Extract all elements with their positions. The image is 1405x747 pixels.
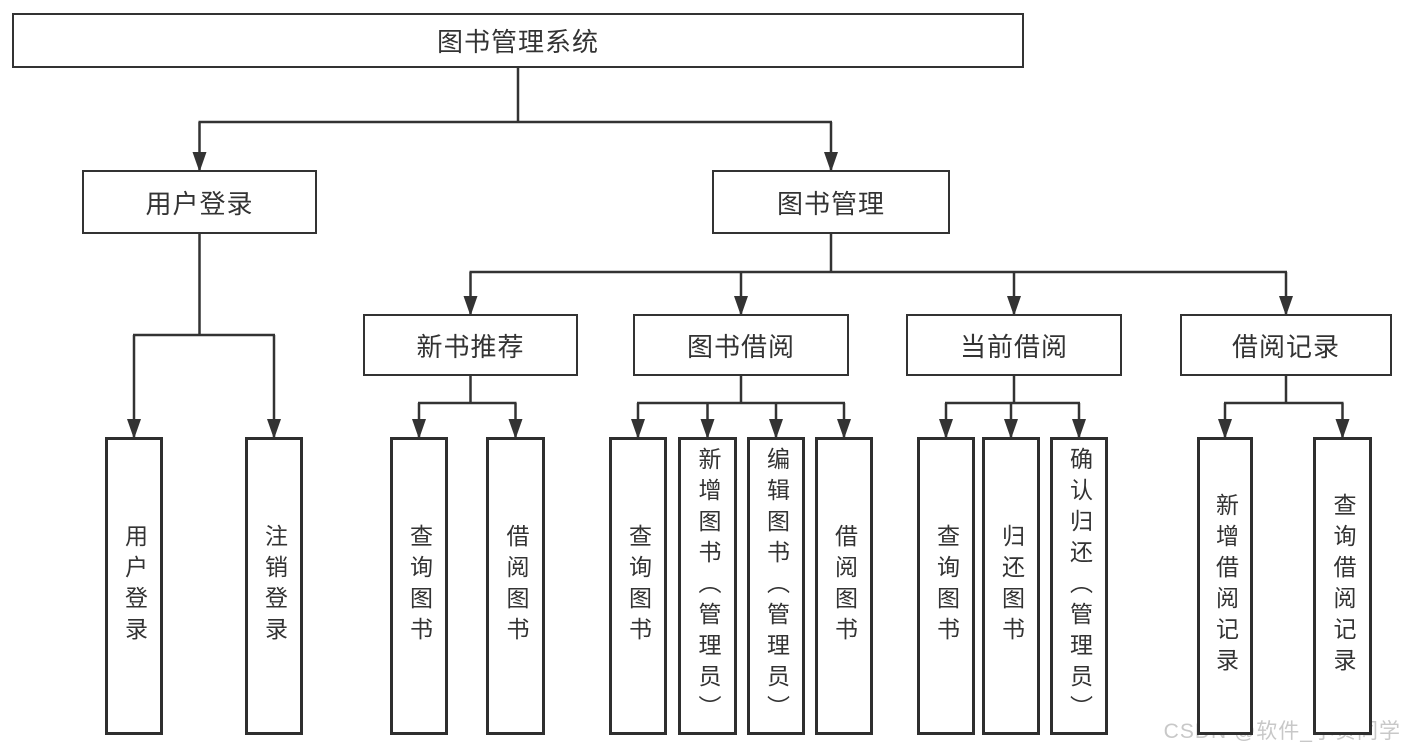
node-leaf-logout: 注销登录 (245, 437, 303, 735)
node-label: 图书管理 (776, 188, 885, 219)
node-label: 查询图书 (625, 524, 652, 648)
node-leaf-login: 用户登录 (105, 437, 163, 735)
node-login: 用户登录 (82, 170, 317, 234)
node-current: 当前借阅 (906, 314, 1122, 376)
node-label: 查询借阅记录 (1330, 493, 1356, 679)
node-bb-query: 查询图书 (609, 437, 667, 735)
node-label: 查询图书 (933, 524, 960, 648)
node-br-query: 查询借阅记录 (1313, 437, 1372, 735)
node-label: 新增借阅记录 (1212, 493, 1239, 679)
node-br-add: 新增借阅记录 (1197, 437, 1253, 735)
node-label: 归还图书 (998, 524, 1025, 648)
node-nr-borrow: 借阅图书 (486, 437, 545, 735)
node-bb-borrow: 借阅图书 (815, 437, 873, 735)
node-label: 用户登录 (145, 188, 254, 219)
node-label: 借阅图书 (831, 524, 858, 648)
node-label: 用户登录 (121, 524, 148, 648)
node-label: 借阅图书 (503, 524, 529, 648)
node-label: 确认归还（管理员） (1066, 446, 1093, 726)
node-cb-confirm: 确认归还（管理员） (1050, 437, 1108, 735)
edge-group (127, 68, 1350, 439)
node-cb-query: 查询图书 (917, 437, 975, 735)
node-label: 查询图书 (406, 524, 433, 648)
node-label: 图书管理系统 (436, 27, 599, 57)
node-mgmt: 图书管理 (712, 170, 950, 234)
node-cb-return: 归还图书 (982, 437, 1040, 735)
node-label: 借阅记录 (1231, 331, 1340, 362)
node-bb-add: 新增图书（管理员） (678, 437, 737, 735)
node-label: 编辑图书（管理员） (763, 446, 790, 726)
node-label: 新增图书（管理员） (695, 446, 721, 726)
node-label: 注销登录 (261, 524, 288, 648)
node-borrow: 图书借阅 (633, 314, 849, 376)
node-bb-edit: 编辑图书（管理员） (747, 437, 805, 735)
node-label: 当前借阅 (959, 331, 1068, 362)
node-nr-query: 查询图书 (390, 437, 448, 735)
node-label: 新书推荐 (416, 331, 525, 362)
node-newrec: 新书推荐 (363, 314, 578, 376)
node-records: 借阅记录 (1180, 314, 1392, 376)
node-label: 图书借阅 (686, 331, 795, 362)
node-root: 图书管理系统 (12, 13, 1024, 68)
